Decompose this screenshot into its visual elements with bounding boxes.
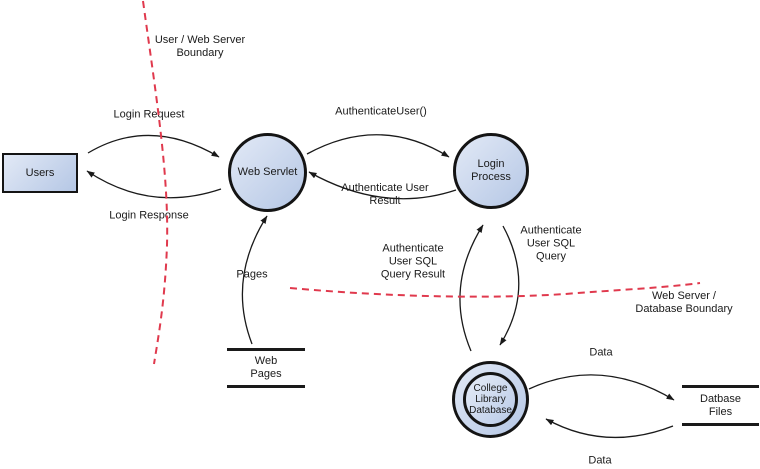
flow-label-auth-sql-query: Authenticate User SQL Query — [520, 224, 582, 263]
college-library-database-inner-ring: College Library Database — [463, 372, 518, 427]
flow-label-auth-sql-query-result: Authenticate User SQL Query Result — [380, 242, 446, 281]
login-process: Login Process — [453, 133, 529, 209]
web-pages-store: Web Pages — [227, 348, 305, 388]
flow-arrow-login-request — [87, 134, 220, 158]
boundary-label-web-server-database: Web Server / Database Boundary — [635, 290, 733, 315]
college-library-database-process: College Library Database — [452, 361, 529, 438]
flow-label-login-response: Login Response — [109, 209, 189, 222]
flow-label-data-in: Data — [588, 454, 612, 467]
web-servlet-label: Web Servlet — [237, 166, 298, 178]
datbase-files-label: Datbase Files — [700, 392, 741, 418]
flow-arrow-authenticateuser — [306, 134, 450, 158]
flow-arrow-auth-sql-query-result — [459, 224, 484, 352]
login-process-label: Login Process — [471, 158, 511, 183]
web-servlet-process: Web Servlet — [228, 133, 307, 212]
flow-arrow-login-response — [86, 170, 222, 199]
flow-label-data-out: Data — [589, 346, 613, 359]
users-entity: Users — [2, 153, 78, 193]
flow-arrow-data-out — [528, 374, 675, 401]
users-label: Users — [25, 167, 55, 179]
college-library-database-label: College Library Database — [469, 383, 512, 416]
flow-label-authenticateuser: AuthenticateUser() — [335, 105, 427, 118]
flow-label-authenticate-user-result: Authenticate User Result — [341, 182, 429, 207]
flow-label-pages: Pages — [236, 268, 268, 281]
boundary-label-user-web-server: User / Web Server Boundary — [154, 34, 246, 59]
flow-arrow-data-in — [545, 418, 674, 439]
web-pages-label: Web Pages — [250, 355, 282, 380]
datbase-files-store: Datbase Files — [682, 385, 759, 426]
flow-label-login-request: Login Request — [113, 108, 185, 121]
